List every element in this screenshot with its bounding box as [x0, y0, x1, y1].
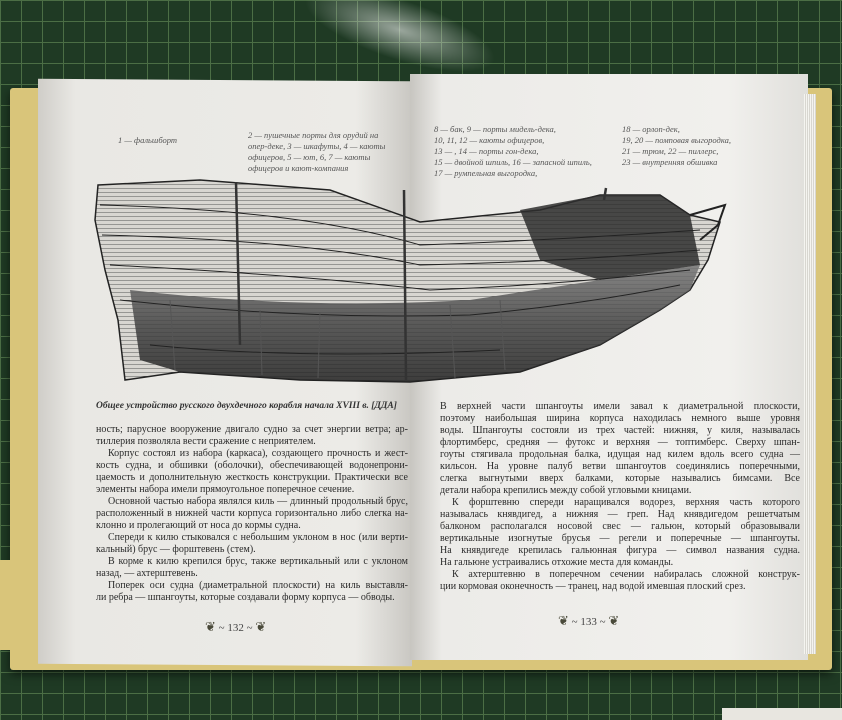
text-line: 13 — , 14 — порты гон-дека,: [434, 146, 539, 156]
figure-caption: Общее устройство русского двухдечного ко…: [96, 401, 397, 411]
text-line: расположенный в нижней части корпуса гор…: [96, 508, 408, 519]
text-line: кальный) брус — форштевень (стем).: [96, 544, 256, 555]
text-line: Спереди к килю стыковался с небольшим ук…: [108, 532, 408, 543]
ornament-icon: ❦: [558, 613, 569, 628]
text-line: офицеров, 5 — ют, 6, 7 — каюты: [248, 152, 371, 162]
figure-labels-right-1: 8 — бак, 9 — порты мидель-дека,10, 11, 1…: [434, 124, 592, 179]
ornament-icon: ❦: [205, 619, 216, 634]
cover-strip: [0, 560, 12, 650]
text-line: 21 — трюм, 22 — пиллерс,: [622, 146, 719, 156]
left-page-text: ность; парусное вооружение двигало судно…: [96, 424, 408, 604]
text-line: В верхней части шпангоуты имели завал к …: [440, 401, 800, 412]
text-line: На княвдигеде крепилась гальюнная фигура…: [440, 545, 800, 556]
text-line: 18 — орлоп-дек,: [622, 124, 680, 134]
text-line: вертикальные изогнутые брусья — регели и…: [440, 533, 800, 544]
text-line: 10, 11, 12 — каюты офицеров,: [434, 135, 545, 145]
text-line: офицеров и кают-компания: [248, 163, 349, 173]
text-line: тиллерия позволяла вести сражение с непр…: [96, 436, 316, 447]
text-line: опер-деке, 3 — шкафуты, 4 — каюты: [248, 141, 386, 151]
text-line: 17 — румпельная выгородка,: [434, 168, 538, 178]
ornament-icon: ❦: [608, 613, 620, 628]
figure-labels-right-2: 18 — орлоп-дек,19, 20 — помповая выгород…: [622, 124, 731, 168]
text-line: 2 — пушечные порты для орудий на: [248, 130, 379, 140]
figure-labels-left: 1 — фальшборт: [118, 135, 177, 146]
text-line: назад, — ахтерштевень.: [96, 568, 198, 579]
text-line: Основной частью набора являлся киль — дл…: [108, 496, 408, 507]
right-page-number-block: ❦ ~ 133 ~ ❦: [558, 614, 619, 629]
text-line: воды. Шпангоуты состояли из трех частей:…: [440, 425, 800, 436]
text-line: гоуты стягивала продольная балка, идущая…: [440, 449, 800, 460]
text-line: элементы набора имели прямоугольное попе…: [96, 484, 355, 495]
text-line: слегка выгнутыми вверх балками, которые …: [440, 473, 800, 484]
text-line: Корпус состоял из набора (каркаса), созд…: [108, 448, 408, 459]
right-page-text: В верхней части шпангоуты имели завал к …: [440, 401, 800, 593]
text-line: ность; парусное вооружение двигало судно…: [96, 424, 408, 435]
text-line: 8 — бак, 9 — порты мидель-дека,: [434, 124, 556, 134]
text-line: детали набора крепились между собой угло…: [440, 485, 692, 496]
left-page-number-block: ❦ ~ 132 ~ ❦: [205, 620, 266, 635]
text-line: В корме к килю крепился брус, также верт…: [108, 556, 408, 567]
text-line: поэтому наибольшая ширина корпуса находи…: [440, 413, 800, 424]
text-line: 1 — фальшборт: [118, 135, 178, 145]
ornament-icon: ❦: [255, 619, 267, 634]
text-line: флортимберс, средняя — футокс и верхняя …: [440, 437, 800, 448]
text-line: балконом располагался носовой свес — гал…: [440, 521, 800, 532]
left-page-number: ~ 132 ~: [218, 622, 253, 634]
text-line: цаемость и дополнительную жесткость конс…: [96, 472, 408, 483]
text-line: 19, 20 — помповая выгородка,: [622, 135, 731, 145]
text-line: кость судна, и обшивки (оболочки), обесп…: [96, 460, 408, 471]
text-line: К ахтерштевню в поперечном сечении набир…: [452, 569, 800, 580]
text-line: называлась княвдигед, а нижняя — греп. Н…: [440, 509, 800, 520]
paper-corner: [722, 708, 842, 720]
text-line: 15 — двойной шпиль, 16 — запасной шпиль,: [434, 157, 592, 167]
text-line: На гальюне устраивались отхожие места дл…: [440, 557, 674, 568]
text-line: К форштевню спереди наращивался водорез,…: [452, 497, 800, 508]
text-line: ли ребра — шпангоуты, которые создавали …: [96, 592, 395, 603]
text-line: клонно и пролегающий от носа до кормы су…: [96, 520, 301, 531]
right-page-number: ~ 133 ~: [571, 616, 606, 628]
text-line: Поперек оси судна (диаметральной плоскос…: [108, 580, 408, 591]
page-edges: [804, 94, 816, 654]
text-line: кильсон. На уровне палуб ветви шпангоуто…: [440, 461, 800, 472]
text-line: ции кормовая оконечность — транец, над в…: [440, 581, 746, 592]
text-line: 23 — внутренняя обшивка: [622, 157, 718, 167]
